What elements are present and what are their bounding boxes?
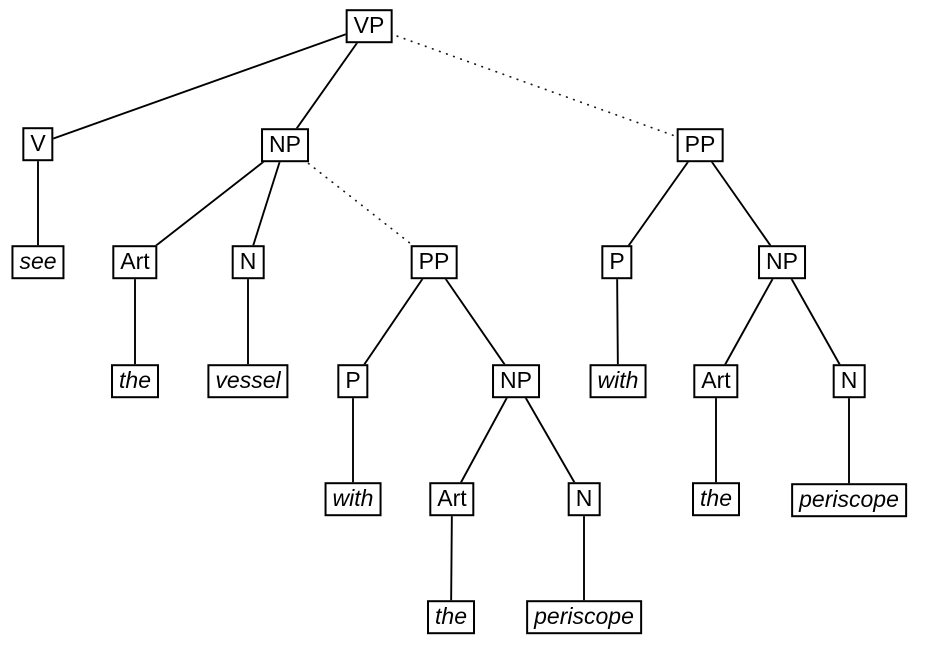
node-vessel: vessel xyxy=(207,364,289,398)
node-periscope-m: periscope xyxy=(526,600,642,634)
node-art-r: Art xyxy=(693,364,739,398)
node-the-r: the xyxy=(692,482,740,516)
edge-art-m-the-m-solid xyxy=(450,498,453,618)
edge-pp-m-np-m-solid xyxy=(433,261,517,382)
edge-np-m-n-m-solid xyxy=(515,380,585,500)
node-with-m: with xyxy=(324,482,382,516)
node-p-m: P xyxy=(337,364,369,398)
node-art-l: Art xyxy=(112,245,158,279)
edge-vp-np-l-solid xyxy=(284,25,370,146)
node-see: see xyxy=(11,245,65,279)
node-pp-m: PP xyxy=(410,245,458,279)
edge-np-l-pp-m-dotted xyxy=(284,144,435,263)
edge-np-r-n-r-solid xyxy=(781,261,850,382)
edge-pp-r-p-r-solid xyxy=(616,144,701,263)
node-p-r: P xyxy=(601,245,633,279)
edge-p-r-with-r-solid xyxy=(616,261,619,382)
edge-vp-v-solid xyxy=(37,25,370,145)
edge-vp-pp-r-dotted xyxy=(368,25,701,146)
node-periscope-r: periscope xyxy=(791,483,907,517)
node-v: V xyxy=(22,127,54,161)
edge-np-l-art-l-solid xyxy=(134,144,286,263)
node-np-r: NP xyxy=(758,245,806,279)
edge-pp-m-p-m-solid xyxy=(352,261,435,382)
edge-np-m-art-m-solid xyxy=(451,380,517,500)
edge-np-l-n-l-solid xyxy=(247,144,286,263)
node-art-m: Art xyxy=(429,482,475,516)
node-with-r: with xyxy=(589,364,647,398)
node-n-l: N xyxy=(231,245,265,279)
edge-pp-r-np-r-solid xyxy=(699,144,783,263)
node-the-l: the xyxy=(111,364,159,398)
node-n-m: N xyxy=(567,482,601,516)
node-np-l: NP xyxy=(261,128,309,162)
node-pp-r: PP xyxy=(676,128,724,162)
node-the-m: the xyxy=(427,600,475,634)
node-vp: VP xyxy=(345,9,393,43)
edge-np-r-art-r-solid xyxy=(715,261,783,382)
node-n-r: N xyxy=(832,364,866,398)
node-np-m: NP xyxy=(492,364,540,398)
